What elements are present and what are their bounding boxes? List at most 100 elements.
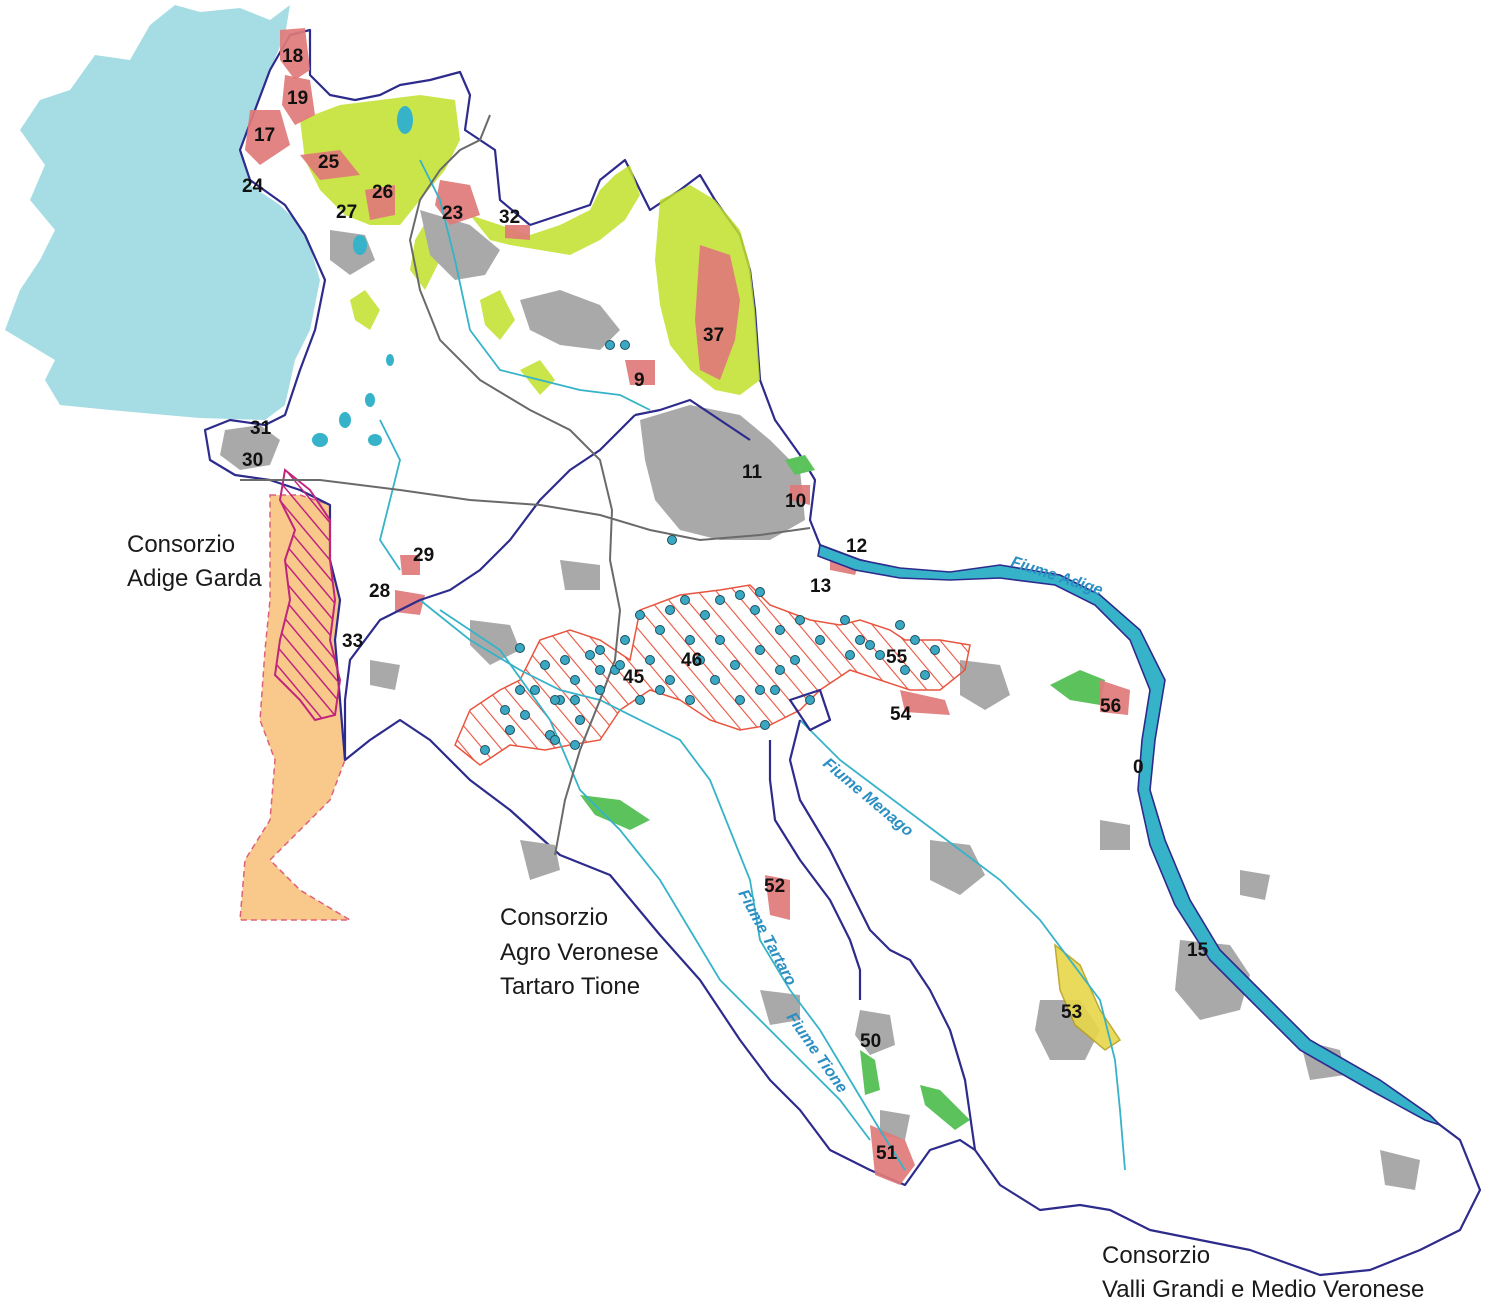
well-point (755, 645, 765, 655)
well-point (900, 665, 910, 675)
well-point (515, 643, 525, 653)
well-point (895, 620, 905, 630)
well-point (845, 650, 855, 660)
well-point (645, 655, 655, 665)
area-label-26: 26 (372, 182, 393, 203)
well-point (695, 655, 705, 665)
well-point (665, 605, 675, 615)
well-point (730, 660, 740, 670)
area-label-24: 24 (242, 176, 264, 197)
well-point (770, 685, 780, 695)
area-label-46: 46 (681, 650, 702, 671)
area-label-10: 10 (785, 491, 806, 512)
area-label-13: 13 (810, 576, 831, 597)
well-point (775, 625, 785, 635)
area-label-54: 54 (890, 704, 912, 725)
well-points (480, 340, 940, 755)
area-label-30: 30 (242, 450, 263, 471)
well-point (685, 635, 695, 645)
area-label-45: 45 (623, 667, 645, 688)
well-point (735, 695, 745, 705)
well-point (570, 675, 580, 685)
well-point (755, 685, 765, 695)
well-point (655, 625, 665, 635)
well-point (615, 660, 625, 670)
consorzio-valli-grandi-line-1: Consorzio (1102, 1242, 1210, 1269)
well-point (680, 595, 690, 605)
well-point (500, 705, 510, 715)
river-lines (379, 159, 1126, 1171)
area-label-56: 56 (1100, 696, 1121, 717)
well-point (620, 340, 630, 350)
area-label-32: 32 (499, 207, 520, 228)
area-label-17: 17 (254, 125, 275, 146)
well-point (760, 720, 770, 730)
well-point (855, 635, 865, 645)
area-label-51: 51 (876, 1143, 898, 1164)
consorzio-adige-garda-line-2: Adige Garda (127, 565, 262, 592)
well-point (685, 695, 695, 705)
well-point (715, 595, 725, 605)
well-point (595, 645, 605, 655)
well-point (755, 587, 765, 597)
well-point (805, 695, 815, 705)
well-point (570, 740, 580, 750)
well-point (515, 685, 525, 695)
well-point (665, 675, 675, 685)
well-point (575, 715, 585, 725)
consorzio-labels: Consorzio Adige Garda Consorzio Agro Ver… (127, 531, 1424, 1303)
lake-garda (5, 5, 320, 420)
well-point (815, 635, 825, 645)
well-point (750, 605, 760, 615)
well-point (635, 695, 645, 705)
well-point (795, 615, 805, 625)
well-point (505, 725, 515, 735)
area-label-15: 15 (1187, 940, 1209, 961)
adige-river-band (817, 543, 1441, 1126)
well-point (530, 685, 540, 695)
area-label-19: 19 (287, 88, 308, 109)
well-point (635, 610, 645, 620)
consorzi-borders (343, 398, 977, 1151)
well-point (480, 745, 490, 755)
consorzio-adige-garda-line-1: Consorzio (127, 531, 235, 558)
area-label-18: 18 (282, 46, 303, 67)
well-point (560, 655, 570, 665)
area-label-52: 52 (764, 876, 785, 897)
consorzio-valli-grandi-line-2: Valli Grandi e Medio Veronese (1102, 1276, 1424, 1303)
urban-areas (220, 210, 1420, 1190)
well-point (595, 685, 605, 695)
well-point (540, 660, 550, 670)
small-lakes (312, 106, 413, 447)
area-label-27: 27 (336, 202, 357, 223)
area-label-9: 9 (634, 370, 645, 391)
consorzio-agro-veronese-line-3: Tartaro Tione (500, 973, 640, 1000)
well-point (550, 695, 560, 705)
well-point (775, 665, 785, 675)
area-labels: 18 19 17 24 25 26 27 23 32 37 9 11 10 12… (242, 46, 1209, 1164)
consorzio-agro-veronese-line-2: Agro Veronese (500, 939, 659, 966)
consorzio-agro-veronese-line-1: Consorzio (500, 904, 608, 931)
well-point (865, 640, 875, 650)
well-point (585, 650, 595, 660)
well-point (790, 655, 800, 665)
well-point (520, 710, 530, 720)
wetland-areas (580, 455, 1105, 1130)
well-point (840, 615, 850, 625)
well-point (595, 665, 605, 675)
area-label-11: 11 (742, 462, 763, 483)
well-point (875, 650, 885, 660)
area-label-23: 23 (442, 203, 463, 224)
area-label-25: 25 (318, 152, 340, 173)
area-label-0: 0 (1133, 757, 1144, 778)
yellow-zone (1054, 943, 1122, 1051)
area-label-50: 50 (860, 1031, 881, 1052)
well-point (910, 635, 920, 645)
well-point (620, 635, 630, 645)
magenta-hatched-zone (273, 468, 342, 722)
area-label-37: 37 (703, 325, 724, 346)
well-point (570, 695, 580, 705)
well-point (605, 340, 615, 350)
